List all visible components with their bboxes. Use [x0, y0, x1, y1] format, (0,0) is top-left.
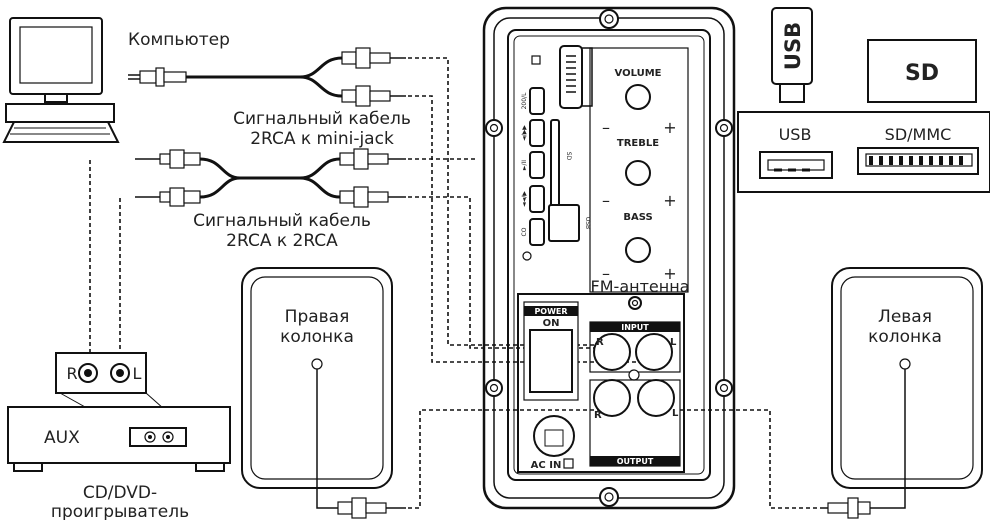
output-l-label: L	[672, 408, 679, 419]
sd-slot-pin	[869, 156, 873, 165]
panel-sd-slot[interactable]	[550, 119, 560, 217]
left-speaker-label-line1: Левая	[878, 307, 932, 327]
ac-in-icon	[563, 458, 574, 469]
player-label-line1: CD/DVD-	[83, 483, 157, 503]
center-screw	[628, 369, 640, 381]
bass-plus: +	[663, 191, 676, 210]
minijack-cable-icon	[128, 47, 406, 107]
input-label: INPUT	[621, 323, 649, 332]
control-module	[559, 45, 689, 293]
sd-slot-pin	[909, 156, 913, 165]
output-r-label: R	[594, 410, 602, 421]
volume-plus: +	[663, 264, 676, 283]
cable2-label-line1: Сигнальный кабель	[193, 211, 371, 231]
usb-stick-label: USB	[781, 22, 805, 70]
input-l-label: L	[670, 337, 677, 348]
rca-l-label: L	[133, 364, 142, 383]
cable1-label-line1: Сигнальный кабель	[233, 109, 411, 129]
input-r-jack[interactable]	[593, 333, 631, 371]
right-speaker-icon	[241, 267, 406, 519]
left-speaker-icon	[822, 267, 983, 519]
player-label-line2: проигрыватель	[51, 502, 189, 520]
sd-slot-pin	[889, 156, 893, 165]
sd-slot-pin	[899, 156, 903, 165]
cable1-label-line2: 2RCA к mini-jack	[250, 129, 394, 149]
cable2-label-line2: 2RCA к 2RCA	[226, 231, 338, 251]
output-l-jack[interactable]	[637, 379, 675, 417]
amplifier-rear-panel	[482, 6, 736, 510]
control-button-2[interactable]	[529, 119, 545, 147]
ir-sensor	[522, 251, 532, 261]
btn5-label: CO	[521, 227, 528, 236]
btn3-label: ►/II	[521, 160, 528, 170]
sd-slot-pins	[869, 156, 963, 165]
fm-antenna-label: FM-антенна	[591, 277, 690, 296]
sd-card-label: SD	[905, 61, 939, 86]
treble-minus: –	[602, 118, 610, 137]
sd-slot-pin	[959, 156, 963, 165]
volume-minus: –	[602, 264, 610, 283]
panel-small-icon	[531, 55, 541, 65]
computer-label: Компьютер	[128, 30, 230, 50]
io-section	[517, 293, 685, 473]
ac-in-socket[interactable]	[533, 415, 575, 457]
fm-antenna-jack[interactable]	[628, 296, 642, 310]
bass-minus: –	[602, 191, 610, 210]
panel-usb-slot[interactable]	[548, 204, 580, 242]
usb-stick-icon	[771, 7, 813, 103]
cd-dvd-player-icon	[7, 406, 231, 472]
panel-usb-label: USB	[584, 217, 591, 229]
btn4-label: ◄◄/▶	[521, 191, 528, 207]
sd-card-icon	[867, 39, 977, 103]
treble-label: TREBLE	[617, 138, 659, 149]
sd-slot-pin	[879, 156, 883, 165]
left-speaker-label-line2: колонка	[868, 327, 942, 347]
input-r-label: R	[596, 337, 604, 348]
control-button-3[interactable]	[529, 151, 545, 179]
usb-port-label: USB	[779, 125, 812, 144]
power-label: POWER	[534, 307, 567, 316]
ac-in-label: AC IN	[531, 460, 562, 471]
treble-knob[interactable]	[625, 160, 651, 186]
sd-slot-pin	[949, 156, 953, 165]
rca-cable-icon	[135, 148, 406, 208]
input-l-jack[interactable]	[635, 333, 673, 371]
btn2-label: ◄/▶▶	[521, 125, 528, 141]
bass-knob[interactable]	[625, 237, 651, 263]
output-r-jack[interactable]	[593, 379, 631, 417]
sd-slot-pin	[939, 156, 943, 165]
control-button-4[interactable]	[529, 185, 545, 213]
sdmmc-port-label: SD/MMC	[885, 125, 952, 144]
control-button-1[interactable]	[529, 87, 545, 115]
computer-icon	[2, 17, 120, 143]
panel-sd-label: SD	[565, 152, 572, 161]
right-speaker-label-line1: Правая	[285, 307, 350, 327]
sd-slot-pin	[919, 156, 923, 165]
output-jacks	[589, 379, 681, 467]
aux-label: AUX	[44, 428, 80, 448]
bass-label: BASS	[623, 212, 652, 223]
output-label: OUTPUT	[617, 457, 654, 466]
rca-r-label: R	[66, 364, 77, 383]
control-button-5[interactable]	[529, 218, 545, 246]
right-speaker-label-line2: колонка	[280, 327, 354, 347]
ports-panel	[737, 111, 990, 193]
volume-knob[interactable]	[625, 84, 651, 110]
power-on-label: ON	[543, 318, 560, 329]
sd-slot-pin	[929, 156, 933, 165]
power-switch[interactable]	[523, 301, 579, 401]
volume-label: VOLUME	[615, 68, 662, 79]
treble-plus: +	[663, 118, 676, 137]
btn1-label: 200/L	[521, 92, 528, 109]
